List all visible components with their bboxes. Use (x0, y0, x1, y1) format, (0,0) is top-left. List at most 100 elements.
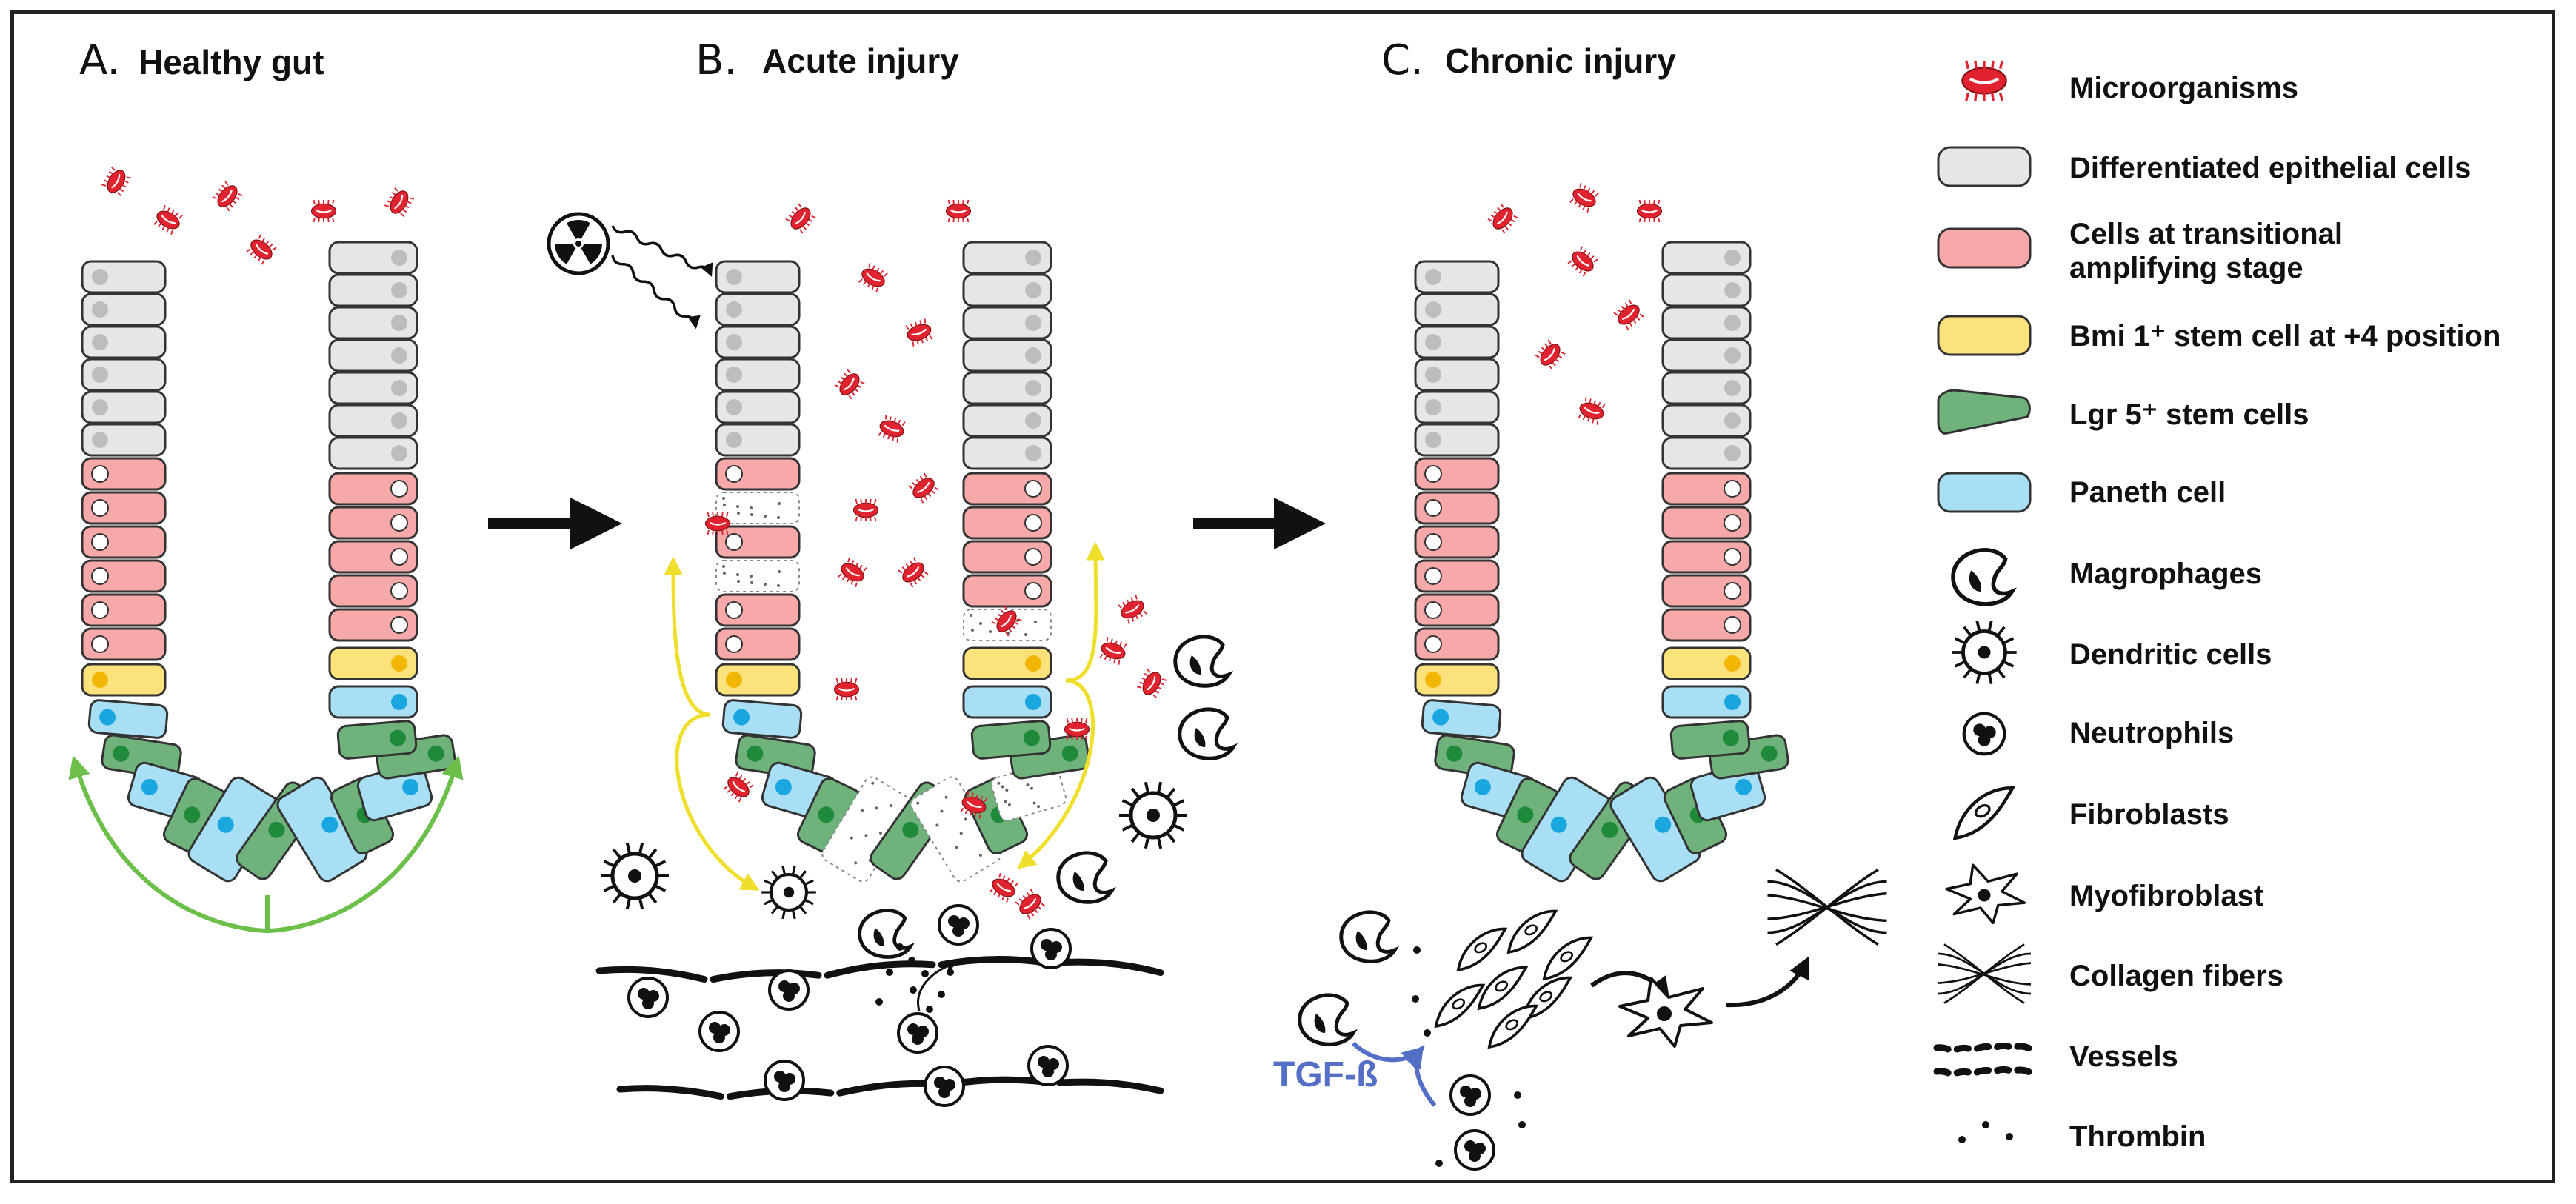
crypt-healthy-left-cell-nucleus (91, 601, 109, 619)
crypt-acute-bottom-cell-body-debris (878, 832, 882, 835)
crypt-chronic-right-cell-nucleus (1724, 480, 1741, 498)
macrophage-b3 (1056, 851, 1116, 904)
microbe-b12-pilus (1011, 625, 1016, 629)
crypt-chronic-right-cell-body (1661, 273, 1752, 307)
crypt-acute-bottom-cell-body (910, 776, 1002, 883)
microbe-a6-pilus (400, 213, 404, 217)
yellow-arrow-right-down (1017, 678, 1095, 869)
microbe-b6-pilus (882, 432, 887, 438)
microbe-b10-body (902, 562, 924, 583)
crypt-chronic-right-cell-nucleus (1724, 445, 1741, 461)
microbe-b20-pilus (1002, 875, 1006, 880)
microbe-b15-pilus (1143, 610, 1147, 615)
neutrophil-b3 (627, 977, 669, 1018)
microbe-b11-pilus (855, 678, 858, 683)
neutrophil-c1 (1449, 1074, 1491, 1116)
microbe-a1-pilus (119, 187, 124, 193)
crypt-acute (715, 241, 1090, 883)
vessel-b-top (595, 956, 1164, 983)
crypt-chronic-right-cell-body (1661, 371, 1752, 405)
microbe-b16-pilus (1108, 657, 1112, 662)
macrophage-b4-body (858, 909, 915, 959)
microbe-b11-pilus (841, 695, 843, 701)
crypt-acute-bottom-cell-body-debris (871, 781, 875, 785)
microbe-c5-body (1618, 304, 1640, 325)
microbe-b4-pilus (921, 338, 924, 344)
crypt-acute-bottom-cell-body-outline (821, 776, 913, 883)
crypt-chronic-left-cell-nucleus (1424, 567, 1442, 585)
crypt-chronic-right-cell (1661, 404, 1752, 438)
microbe-c5-pilus (1621, 305, 1625, 310)
vessel-b-bottom-segment (616, 1085, 724, 1100)
microbe-b13-pilus (721, 529, 724, 535)
neutrophil-b3-lobe (638, 988, 650, 1000)
microbe-b20-mark (996, 883, 1011, 892)
crypt-acute-left-cell-debris (737, 580, 740, 583)
crypt-acute-left-cell (715, 457, 801, 491)
microbe-b12-pilus (1005, 632, 1010, 637)
microbe-b3-pilus (867, 283, 871, 288)
microbe-b13-pilus (721, 512, 724, 518)
neutrophil-b7-lobe (934, 1077, 946, 1088)
thrombin-b-dot (910, 986, 917, 994)
microbe-b10-pilus (910, 583, 914, 588)
crypt-healthy-left-cell-body (81, 292, 167, 327)
crypt-healthy-left-cell-body (81, 663, 167, 697)
microbe-b12-pilus (994, 617, 999, 621)
fibroblast-c7-nucleus (1505, 1019, 1519, 1031)
crypt-healthy-right-cell-nucleus (391, 282, 407, 298)
microbe-b13-mark (710, 522, 726, 526)
crypt-acute-bottom-cell-body (796, 777, 861, 854)
crypt-acute-left-cell-debris (764, 515, 767, 518)
myofibroblast-c1 (1618, 977, 1713, 1048)
macrophage-b3-body (1056, 851, 1116, 904)
crypt-acute-left-cell (715, 260, 801, 294)
microbe-b9-pilus (858, 564, 864, 569)
microbe-b5-pilus (860, 381, 865, 385)
microbe-b10-pilus (920, 574, 925, 578)
microbe-b15-pilus (1126, 599, 1130, 604)
crypt-healthy-bottom-cell-body-nucleus (389, 729, 406, 746)
microbe-b1-mark (795, 211, 806, 225)
legend-icon-vessels-top-segment (1933, 1044, 1952, 1053)
microbe-b1-pilus (785, 218, 790, 222)
crypt-acute-right-cell (962, 338, 1052, 372)
crypt-acute-left-cell-debris (750, 513, 753, 516)
crypt-chronic-right-cell-nucleus (1724, 694, 1741, 710)
collagen-c1 (1767, 868, 1887, 946)
crypt-acute-right-cell-body (962, 338, 1052, 372)
crypt-acute-bottom-cell-body-debris (1030, 786, 1033, 790)
microbe-b10-pilus (909, 560, 913, 565)
panel-c-title: Chronic injury (1445, 41, 1676, 80)
microbe-c7-body (1579, 402, 1604, 420)
crypt-chronic-bottom-cell-body-nucleus (1722, 729, 1739, 746)
microbe-c4-body (1572, 251, 1594, 272)
microbe-c6-pilus (1541, 347, 1546, 351)
microbe-c1-body (1492, 207, 1513, 230)
microbe-b12-pilus (1001, 609, 1005, 615)
crypt-acute-left-cell-body (715, 423, 801, 457)
crypt-acute-right-cell-debris (989, 630, 992, 633)
radiation-symbol-center (575, 241, 581, 247)
crypt-healthy-right-cell (328, 472, 418, 506)
legend-label-dendritic: Dendritic cells (2069, 638, 2272, 671)
microbe-b8-pilus (874, 516, 877, 522)
microbe-c3-pilus (1638, 199, 1641, 205)
legend-label-lgr5: Lgr 5⁺ stem cells (2069, 398, 2309, 431)
legend-icon-bmi (1937, 315, 2032, 356)
crypt-chronic-right-cell-nucleus (1724, 582, 1741, 600)
crypt-acute-right-cell-debris (1024, 633, 1027, 636)
microbe-a6-pilus (407, 201, 412, 204)
thrombin-b-dot (938, 991, 945, 998)
microbe-b4-pilus (905, 324, 910, 330)
legend-icon-macrophages (1951, 548, 2017, 606)
crypt-acute-right-cell-body (962, 241, 1052, 275)
microbe-b16-pilus (1113, 658, 1116, 663)
microbe-b9-pilus (855, 582, 858, 587)
microbe-c5-pilus (1629, 322, 1633, 327)
microbe-b7 (908, 472, 939, 504)
microbe-b21-pilus (1026, 892, 1030, 897)
crypt-healthy-left-cell-nucleus (91, 499, 109, 517)
macrophage-b4-nucleus (873, 928, 884, 946)
legend-icon-myofibroblast-nucleus (1978, 889, 1991, 902)
